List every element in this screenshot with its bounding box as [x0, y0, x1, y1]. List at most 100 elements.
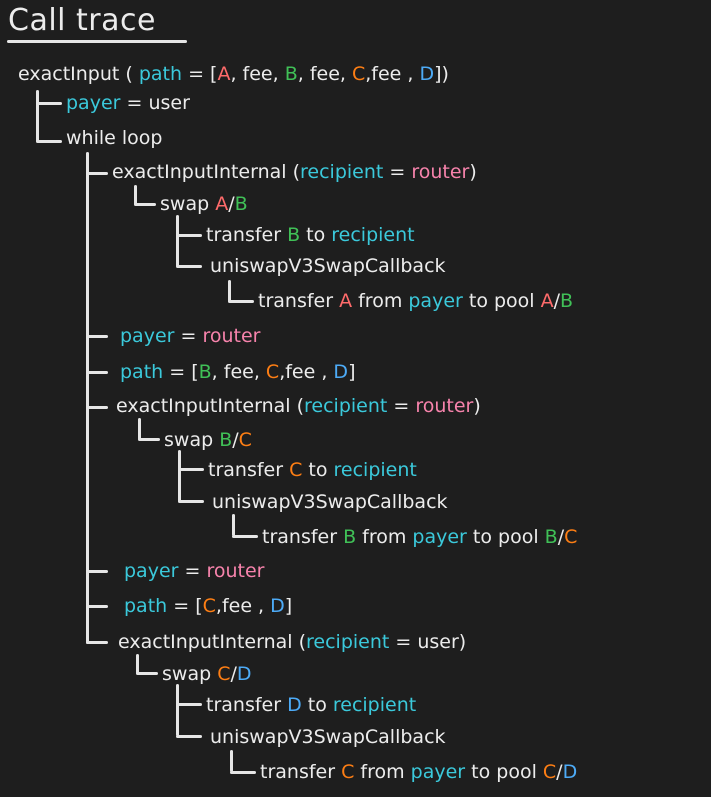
tree-connector	[178, 468, 204, 471]
token: swap	[162, 663, 218, 685]
tree-connector	[134, 185, 137, 205]
token: C	[289, 459, 303, 481]
token: B	[544, 526, 558, 548]
token: uniswapV3SwapCallback	[210, 255, 446, 277]
token: )	[469, 161, 477, 183]
tree-connector	[86, 335, 108, 338]
tree-connector	[230, 750, 233, 772]
token: router	[202, 325, 261, 347]
tree-connector	[176, 684, 179, 736]
token: A	[217, 63, 231, 85]
token: =	[387, 395, 416, 417]
token: , fee,	[211, 361, 266, 383]
token: C	[341, 761, 355, 783]
token: = user)	[389, 631, 467, 653]
token: transfer	[206, 694, 288, 716]
trace-line-exactinput-call: exactInput ( path = [A, fee, B, fee, C,f…	[18, 62, 449, 86]
tree-connector	[232, 514, 235, 536]
tree-connector	[86, 406, 108, 409]
token: B	[219, 429, 233, 451]
token: =	[174, 325, 203, 347]
token: B	[287, 224, 301, 246]
trace-line-transfer-c-from-payer: transfer C from payer to pool C/D	[260, 760, 577, 784]
trace-line-path-c-d: path = [C,fee , D]	[124, 594, 292, 618]
trace-line-callback-1: uniswapV3SwapCallback	[210, 254, 446, 278]
token: path	[138, 63, 183, 85]
tree-connector	[134, 203, 156, 206]
token: A	[215, 193, 229, 215]
token: )	[473, 395, 481, 417]
token: , fee,	[297, 63, 352, 85]
token: payer	[412, 526, 467, 548]
token: B	[198, 361, 212, 383]
token: recipient	[333, 459, 417, 481]
token: transfer	[208, 459, 290, 481]
token: recipient	[332, 694, 417, 716]
tree-connector	[178, 450, 181, 502]
token: = [	[167, 595, 203, 617]
trace-line-payer-user: payer = user	[66, 91, 190, 115]
token: /	[232, 429, 239, 451]
token: transfer	[260, 761, 342, 783]
trace-line-payer-router-1: payer = router	[120, 324, 260, 348]
tree-connector	[36, 90, 39, 142]
diagram-title: Call trace	[8, 3, 156, 38]
token: B	[343, 526, 357, 548]
token: = [	[182, 63, 218, 85]
token: exactInputInternal (	[118, 631, 307, 653]
tree-connector	[138, 438, 160, 441]
token: path	[120, 361, 164, 383]
token: C	[351, 63, 366, 85]
token: = user	[120, 92, 190, 114]
tree-connector	[86, 152, 89, 644]
token: D	[419, 63, 435, 85]
token: ,fee ,	[279, 361, 334, 383]
token: C	[217, 663, 231, 685]
tree-connector	[138, 418, 141, 440]
token: ,fee ,	[215, 595, 271, 617]
token: D	[562, 761, 578, 783]
trace-line-payer-router-2: payer = router	[124, 559, 264, 583]
token: =	[178, 560, 207, 582]
token: uniswapV3SwapCallback	[210, 726, 446, 748]
tree-connector	[36, 102, 62, 105]
trace-line-transfer-d-to-recipient: transfer D to recipient	[206, 693, 416, 717]
tree-connector	[86, 605, 108, 608]
token: payer	[120, 325, 175, 347]
token: router	[415, 395, 474, 417]
token: exactInput (	[18, 63, 139, 85]
token: recipient	[300, 161, 384, 183]
token: transfer	[262, 526, 344, 548]
trace-line-path-b-c-d: path = [B, fee, C,fee , D]	[120, 360, 355, 384]
token: to pool	[462, 290, 541, 312]
tree-connector	[230, 771, 256, 774]
token: ]	[284, 595, 293, 617]
tree-connector	[228, 300, 254, 303]
token: exactInputInternal (	[112, 161, 301, 183]
token: = [	[163, 361, 199, 383]
tree-connector	[86, 371, 108, 374]
token: /	[557, 526, 565, 548]
trace-line-exactinputinternal-1: exactInputInternal (recipient = router)	[112, 160, 477, 184]
token: C	[564, 526, 578, 548]
trace-line-transfer-a-from-payer: transfer A from payer to pool A/B	[258, 289, 573, 313]
tree-connector	[176, 703, 202, 706]
token: D	[270, 595, 285, 617]
tree-connector	[176, 735, 202, 738]
tree-connector	[228, 280, 231, 302]
token: D	[333, 361, 349, 383]
token: while loop	[66, 127, 163, 149]
token: A	[339, 290, 353, 312]
token: transfer	[206, 224, 288, 246]
token: ]	[348, 361, 356, 383]
token: payer	[408, 290, 463, 312]
token: C	[238, 429, 252, 451]
token: router	[206, 560, 265, 582]
token: to	[302, 459, 334, 481]
token: =	[383, 161, 412, 183]
tree-connector	[86, 172, 108, 175]
trace-line-transfer-b-to-recipient: transfer B to recipient	[206, 223, 415, 247]
token: /	[230, 663, 237, 685]
token: A	[540, 290, 554, 312]
